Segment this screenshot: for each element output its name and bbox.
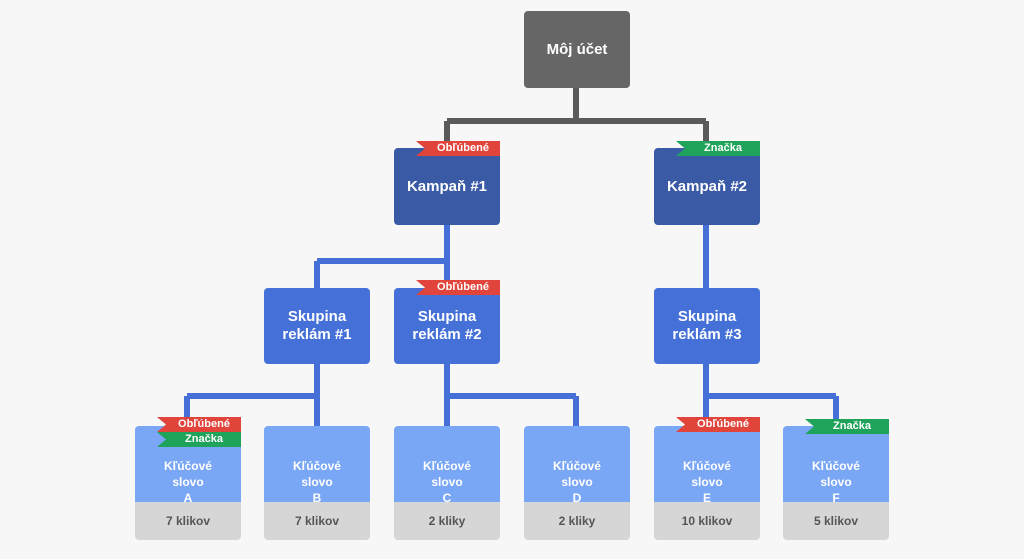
keyword-label-line2: D	[572, 491, 582, 505]
keyword-label-line1: Kľúčové slovo	[423, 459, 471, 489]
brand-tag: Značka	[157, 432, 241, 447]
favorite-tag: Obľúbené	[416, 141, 500, 156]
keyword-label-line1: Kľúčové slovo	[683, 459, 731, 489]
keyword-node-f[interactable]: Kľúčové slovo F	[783, 426, 889, 505]
campaign-label: Kampaň #1	[406, 177, 488, 195]
keyword-label-line2: B	[312, 491, 322, 505]
ad-group-node-3[interactable]: Skupina reklám #3	[654, 288, 760, 364]
brand-tag: Značka	[805, 419, 889, 434]
keyword-label-line2: C	[442, 491, 452, 505]
ad-group-label-line1: Skupina	[417, 308, 477, 325]
favorite-tag: Obľúbené	[157, 417, 241, 432]
ad-group-label-line2: reklám #3	[672, 326, 742, 343]
ad-group-label-line1: Skupina	[287, 308, 347, 325]
connector-group1-keywords	[184, 364, 320, 426]
keyword-node-c[interactable]: Kľúčové slovo C	[394, 426, 500, 505]
ad-group-node-2[interactable]: Skupina reklám #2	[394, 288, 500, 364]
keyword-node-e[interactable]: Kľúčové slovo E	[654, 426, 760, 505]
connector-root-campaigns	[444, 88, 709, 148]
keyword-label-line1: Kľúčové slovo	[293, 459, 341, 489]
connector-group2-keywords	[444, 364, 579, 426]
ad-group-label-line2: reklám #1	[282, 326, 352, 343]
clicks-count: 2 kliky	[524, 502, 630, 540]
clicks-count: 5 klikov	[783, 502, 889, 540]
campaign-node-1[interactable]: Kampaň #1	[394, 148, 500, 225]
connector-campaign1-groups	[314, 225, 450, 288]
clicks-count: 10 klikov	[654, 502, 760, 540]
account-node[interactable]: Môj účet	[524, 11, 630, 88]
clicks-count: 7 klikov	[135, 502, 241, 540]
keyword-node-b[interactable]: Kľúčové slovo B	[264, 426, 370, 505]
keyword-label-line1: Kľúčové slovo	[553, 459, 601, 489]
keyword-label-line2: E	[702, 491, 711, 505]
keyword-label-line1: Kľúčové slovo	[812, 459, 860, 489]
favorite-tag: Obľúbené	[676, 417, 760, 432]
clicks-count: 7 klikov	[264, 502, 370, 540]
keyword-label-line1: Kľúčové slovo	[164, 459, 212, 489]
ad-group-label-line1: Skupina	[677, 308, 737, 325]
campaign-label: Kampaň #2	[666, 177, 748, 195]
ad-group-node-1[interactable]: Skupina reklám #1	[264, 288, 370, 364]
connector-group3-keywords	[703, 364, 839, 426]
clicks-count: 2 kliky	[394, 502, 500, 540]
keyword-label-line2: A	[183, 491, 193, 505]
account-label: Môj účet	[546, 40, 608, 58]
brand-tag: Značka	[676, 141, 760, 156]
ad-group-label-line2: reklám #2	[412, 326, 482, 343]
campaign-node-2[interactable]: Kampaň #2	[654, 148, 760, 225]
keyword-label-line2: F	[832, 491, 840, 505]
keyword-node-d[interactable]: Kľúčové slovo D	[524, 426, 630, 505]
favorite-tag: Obľúbené	[416, 280, 500, 295]
